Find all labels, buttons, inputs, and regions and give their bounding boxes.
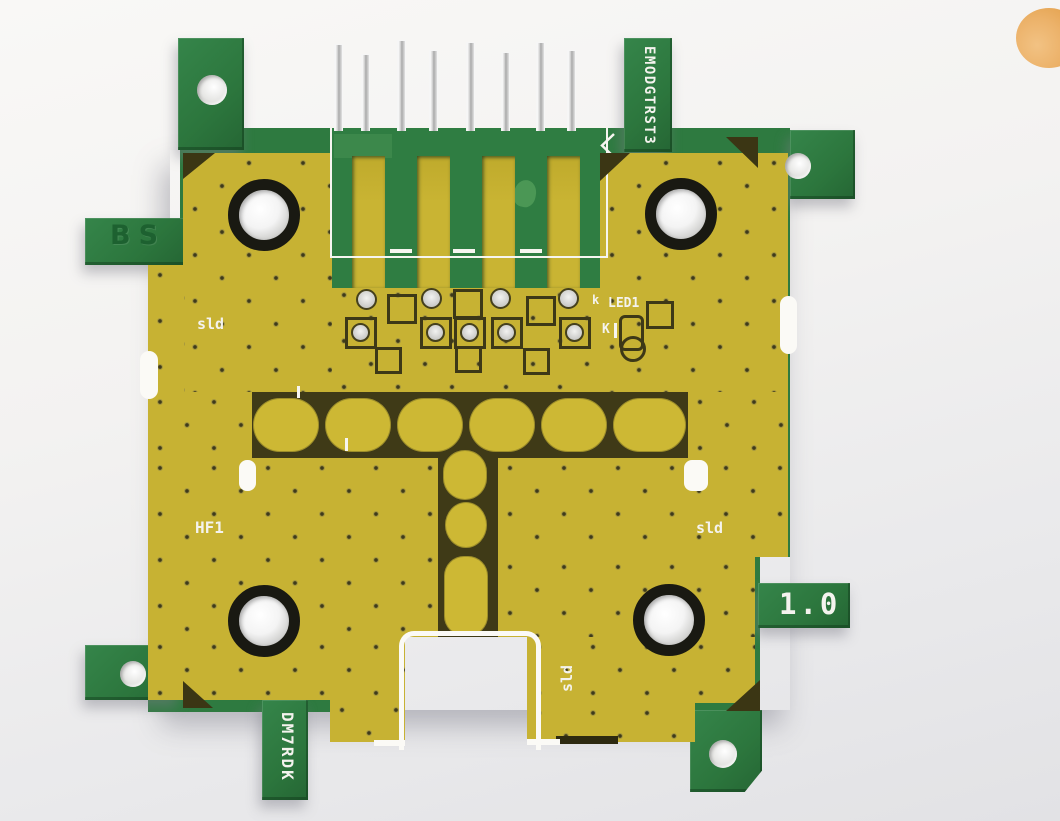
connector-finger-4 (547, 156, 580, 288)
version-label: 1.0 (779, 587, 841, 621)
led-dome-outline (620, 336, 646, 362)
callsign-tab (262, 700, 308, 800)
pad-outline (526, 296, 556, 326)
plated-hole-top-right (645, 178, 717, 250)
through-hole (497, 323, 516, 342)
through-hole (490, 288, 511, 309)
header-pin (501, 52, 510, 131)
center-round-pad (445, 502, 487, 548)
led-cathode-label: K (602, 322, 610, 337)
silk-tick-2 (345, 438, 348, 451)
stadium-pad-5 (541, 398, 607, 452)
origin-sphere (1016, 8, 1060, 68)
through-hole (356, 289, 377, 310)
routed-notch-band-left (239, 460, 256, 491)
bs-label: BS (110, 220, 167, 251)
mounting-hole-top-left (197, 75, 227, 105)
center-tall-pad (444, 556, 488, 636)
through-hole (460, 323, 479, 342)
hf1-label: HF1 (195, 518, 224, 537)
pad-outline (387, 294, 417, 324)
stadium-pad-2 (325, 398, 391, 452)
routed-slot-right (780, 296, 797, 354)
led-cathode-bar (614, 323, 617, 338)
header-pin (334, 44, 343, 131)
connector-copper-glow (334, 134, 392, 158)
copper-pour-right-column (688, 392, 788, 458)
pad-outline-with-hole (559, 317, 591, 349)
stadium-pad-3 (397, 398, 463, 452)
connector-silk-outline (330, 126, 608, 258)
through-hole (351, 323, 370, 342)
connector-finger-1 (352, 156, 385, 288)
center-oval-pad (443, 450, 487, 500)
through-hole (558, 288, 579, 309)
sld-bottom-text: sld (558, 664, 576, 692)
dark-edge-bottom (556, 736, 618, 744)
header-pin (466, 42, 475, 131)
version-tab (758, 583, 850, 628)
pad-outline-small (375, 347, 402, 374)
pad-outline-small (523, 348, 550, 375)
sld-right-label: sld (696, 519, 724, 537)
routed-edge-bottom-left (374, 740, 405, 746)
routed-edge-bottom-right (527, 739, 560, 745)
connector-silk-dash-3 (520, 249, 542, 253)
through-hole (421, 288, 442, 309)
module-id-tab (624, 38, 672, 152)
routed-slot-left (140, 351, 158, 399)
led-k-label: k (592, 293, 600, 307)
pad-outline-small (455, 346, 482, 373)
header-pin (567, 50, 576, 131)
module-id-text: EMODGTRST3 (641, 46, 657, 146)
copper-pour-hf1-foot (330, 700, 405, 742)
callsign-text: DM7RDK (278, 712, 297, 782)
copper-pour-right-foot (527, 703, 695, 742)
pad-outline (453, 289, 483, 319)
mounting-hole-top-right (785, 153, 811, 179)
pad-outline-with-hole (420, 317, 452, 349)
connector-silk-dash-1 (390, 249, 412, 253)
through-hole (426, 323, 445, 342)
led-ref-label: LED1 (608, 296, 640, 311)
header-pin (429, 50, 438, 131)
copper-pour-right-upper (498, 458, 788, 557)
connector-finger-2 (417, 156, 450, 288)
connector-finger-3 (482, 156, 515, 288)
pad-outline (646, 301, 674, 329)
plated-hole-bottom-right (633, 584, 705, 656)
connector-silk-dash-2 (453, 249, 475, 253)
copper-pour-right-lower (498, 557, 755, 637)
header-pin (536, 42, 545, 131)
sld-top-label: sld (197, 315, 225, 333)
stadium-pad-4 (469, 398, 535, 452)
copper-pour-right-bottom (527, 637, 755, 703)
header-pin (397, 40, 406, 131)
copper-pour-left-column (148, 392, 252, 458)
mounting-hole-bottom-left (120, 661, 146, 687)
through-hole (565, 323, 584, 342)
header-pin (361, 54, 370, 131)
pad-outline-with-hole (491, 317, 523, 349)
bottom-cutout-outline (399, 631, 541, 750)
silk-tick-1 (297, 386, 300, 398)
plated-hole-top-left (228, 179, 300, 251)
stadium-pad-1 (253, 398, 319, 452)
stadium-pad-6 (613, 398, 686, 452)
plated-hole-bottom-left (228, 585, 300, 657)
routed-notch-band-right (684, 460, 708, 491)
pad-outline-with-hole (345, 317, 377, 349)
mounting-hole-bottom-right (709, 740, 737, 768)
bs-tab (85, 218, 185, 265)
